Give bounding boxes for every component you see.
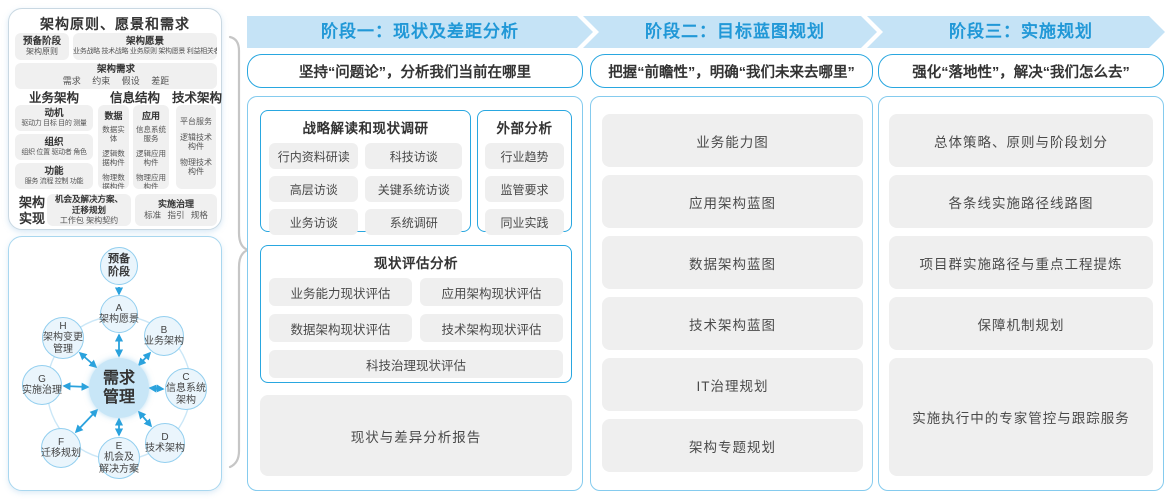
- phase2-item: 业务能力图: [602, 114, 863, 167]
- architecture-vision-box: 架构愿景 业务战略 技术战略 业务原则 架构愿景 利益相关者: [73, 33, 217, 60]
- application-box: 应用 信息系统服务 逻辑应用构件 物理应用构件: [133, 105, 169, 189]
- node-a-vision: A 架构愿景: [99, 295, 139, 333]
- node-preliminary: 预备 阶段: [100, 247, 138, 285]
- assessment-item: 数据架构现状评估: [269, 314, 412, 342]
- research-item: 系统调研: [365, 209, 462, 235]
- phase2-subtitle: 把握“前瞻性”，明确“我们未来去哪里”: [590, 54, 873, 88]
- phase2-item: 架构专题规划: [602, 419, 863, 472]
- node-h-change-management: H 架构变更 管理: [42, 317, 84, 359]
- phase3-item: 保障机制规划: [889, 297, 1153, 350]
- phase2-item: 数据架构蓝图: [602, 236, 863, 289]
- phase2-item: 应用架构蓝图: [602, 175, 863, 228]
- assessment-item: 业务能力现状评估: [269, 278, 412, 306]
- phase3-subtitle: 强化“落地性”，解决“我们怎么去”: [878, 54, 1164, 88]
- assessment-box: 现状评估分析 业务能力现状评估 应用架构现状评估 数据架构现状评估 技术架构现状…: [260, 245, 572, 383]
- phase3-item: 项目群实施路径与重点工程提炼: [889, 236, 1153, 289]
- adm-cycle-panel: 预备 阶段 A 架构愿景 B 业务架构 C 信息系统 架构 D 技术架构 E 机…: [8, 236, 222, 491]
- technology-arch-header: 技术架构: [171, 91, 223, 105]
- external-item: 行业趋势: [485, 143, 564, 169]
- architecture-requirements-box: 架构需求 需求 约束 假设 差距: [15, 63, 217, 89]
- external-item: 监管要求: [485, 176, 564, 202]
- data-box: 数据 数据实体 逻辑数据构件 物理数据构件: [98, 105, 129, 189]
- phase3-item: 实施执行中的专家管控与跟踪服务: [889, 358, 1153, 476]
- phase2-item: 技术架构蓝图: [602, 297, 863, 350]
- node-f-migration: F 迁移规划: [41, 428, 81, 468]
- architecture-framework-panel: 架构原则、愿景和需求 预备阶段 架构原则 架构愿景 业务战略 技术战略 业务原则…: [8, 8, 222, 230]
- prep-phase-box: 预备阶段 架构原则: [15, 33, 69, 60]
- node-d-technology: D 技术架构: [145, 423, 185, 463]
- architecture-implementation-label: 架构 实现: [18, 195, 45, 226]
- implementation-governance-box: 实施治理 标准 指引 规格: [135, 194, 217, 226]
- external-item: 同业实践: [485, 209, 564, 235]
- research-item: 科技访谈: [365, 143, 462, 169]
- external-analysis-box: 外部分析 行业趋势 监管要求 同业实践: [477, 110, 572, 235]
- phase1-panel: 战略解读和现状调研 行内资料研读 科技访谈 高层访谈 关键系统访谈 业务访谈 系…: [247, 96, 583, 491]
- phase1-subtitle: 坚持“问题论”，分析我们当前在哪里: [247, 54, 583, 88]
- technology-box: 平台服务 逻辑技术构件 物理技术构件: [176, 105, 216, 189]
- research-item: 行内资料研读: [269, 143, 359, 169]
- phase-header-band: 阶段一：现状及差距分析 阶段二：目标蓝图规划 阶段三：实施规划: [247, 16, 1165, 48]
- research-item: 高层访谈: [269, 176, 359, 202]
- research-item: 业务访谈: [269, 209, 359, 235]
- organization-box: 组织 组织 位置 驱动者 角色: [15, 134, 93, 160]
- strategy-research-box: 战略解读和现状调研 行内资料研读 科技访谈 高层访谈 关键系统访谈 业务访谈 系…: [260, 110, 471, 235]
- research-item: 关键系统访谈: [365, 176, 462, 202]
- opportunities-migration-box: 机会及解决方案、 迁移规划 工作包 架构契约: [47, 194, 131, 226]
- phase2-header: 阶段二：目标蓝图规划: [583, 16, 877, 48]
- node-c-information-systems: C 信息系统 架构: [165, 368, 207, 410]
- assessment-item: 科技治理现状评估: [269, 350, 563, 378]
- node-e-opportunities: E 机会及 解决方案: [98, 437, 140, 479]
- node-requirements-management: 需求 管理: [89, 358, 149, 418]
- information-structure-header: 信息结构: [109, 91, 161, 105]
- phase2-item: IT治理规划: [602, 358, 863, 411]
- framework-title: 架构原则、愿景和需求: [40, 16, 190, 32]
- node-b-business: B 业务架构: [144, 316, 184, 356]
- function-box: 功能 服务 流程 控制 功能: [15, 163, 93, 189]
- phase3-item: 各条线实施路径线路图: [889, 175, 1153, 228]
- assessment-item: 应用架构现状评估: [420, 278, 563, 306]
- assessment-item: 技术架构现状评估: [420, 314, 563, 342]
- phase2-panel: 业务能力图 应用架构蓝图 数据架构蓝图 技术架构蓝图 IT治理规划 架构专题规划: [590, 96, 873, 491]
- gap-analysis-report-box: 现状与差异分析报告: [260, 395, 572, 476]
- phase3-panel: 总体策略、原则与阶段划分 各条线实施路径线路图 项目群实施路径与重点工程提炼 保…: [878, 96, 1164, 491]
- phase1-header: 阶段一：现状及差距分析: [247, 16, 593, 48]
- node-g-governance: G 实施治理: [22, 365, 62, 405]
- business-arch-header: 业务架构: [28, 91, 80, 105]
- phase3-header: 阶段三：实施规划: [867, 16, 1165, 48]
- motivation-box: 动机 驱动力 目标 目的 测量: [15, 105, 93, 131]
- phase3-item: 总体策略、原则与阶段划分: [889, 114, 1153, 167]
